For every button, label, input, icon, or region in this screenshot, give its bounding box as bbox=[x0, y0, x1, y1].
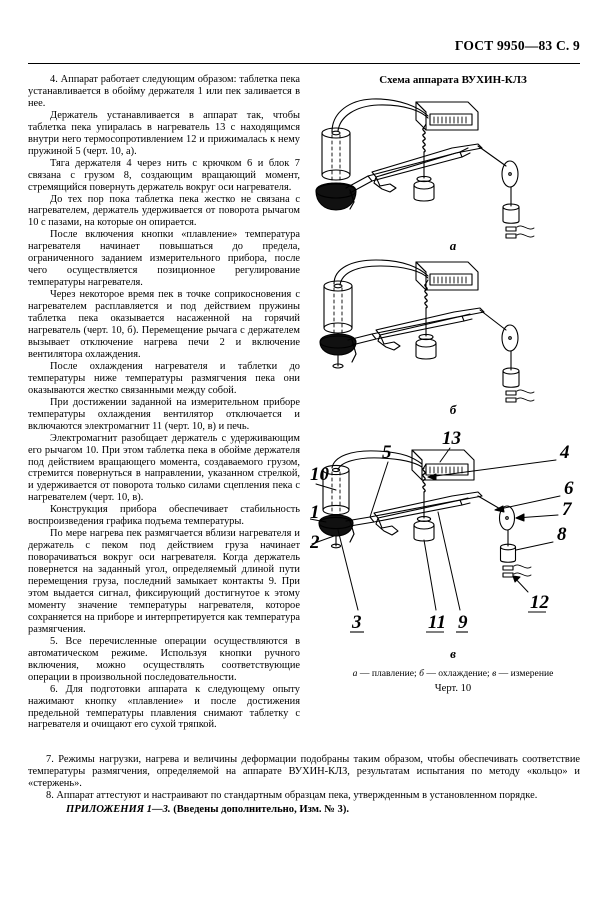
paragraph: 7. Режимы нагрузки, нагрева и величины д… bbox=[28, 754, 580, 790]
caption-text-v: — измерение bbox=[498, 668, 554, 679]
callout-8: 8 bbox=[557, 524, 567, 545]
paragraph: Держатель устанавливается в аппарат так,… bbox=[28, 109, 300, 157]
callout-10: 10 bbox=[310, 464, 330, 485]
paragraph: При достижении заданной на измерительном… bbox=[28, 396, 300, 432]
apparatus-diagram-a bbox=[315, 98, 535, 239]
caption-letter-v: в bbox=[492, 668, 497, 679]
header-divider bbox=[28, 63, 580, 64]
panel-letter-a: а bbox=[449, 238, 457, 253]
caption-letter-a: а bbox=[352, 668, 358, 679]
callout-1: 1 bbox=[310, 502, 320, 523]
callout-2: 2 bbox=[310, 532, 320, 553]
annex-title: ПРИЛОЖЕНИЯ 1—3. bbox=[66, 804, 171, 816]
figure-number: Черт. 10 bbox=[434, 683, 472, 694]
paragraph: 5. Все перечисленные операции осуществля… bbox=[28, 635, 300, 683]
paragraph: 8. Аппарат аттестуют и настраивают по ст… bbox=[46, 790, 538, 802]
figure-caption: а — плавление; б — охлаждение; в — измер… bbox=[310, 668, 596, 679]
bottom-text-block: 7. Режимы нагрузки, нагрева и величины д… bbox=[28, 754, 580, 816]
annex-note: ПРИЛОЖЕНИЯ 1—3. (Введены дополнительно, … bbox=[28, 804, 580, 816]
figure-panel-b: б bbox=[310, 254, 596, 418]
callout-5: 5 bbox=[382, 442, 392, 463]
figure-panel-a: а bbox=[310, 90, 596, 254]
caption-text-a: — плавление; bbox=[359, 668, 417, 679]
caption-letter-b: б bbox=[419, 668, 424, 679]
callout-6: 6 bbox=[564, 478, 574, 499]
panel-letter-v: в bbox=[450, 646, 456, 661]
apparatus-diagram-v: 5 13 4 6 7 8 12 3 11 9 10 1 2 bbox=[310, 428, 574, 633]
callout-11: 11 bbox=[428, 612, 446, 633]
callout-7: 7 bbox=[562, 499, 573, 520]
standard-reference: ГОСТ 9950—83 С. 9 bbox=[454, 38, 580, 53]
paragraph: Через некоторое время пек в точке соприк… bbox=[28, 289, 300, 360]
caption-text-b: — охлаждение; bbox=[426, 668, 490, 679]
figure-panel-v: 5 13 4 6 7 8 12 3 11 9 10 1 2 bbox=[310, 418, 596, 662]
annex-amendment: (Введены дополнительно, Изм. № 3). bbox=[173, 804, 349, 816]
paragraph: После включения кнопки «плавление» темпе… bbox=[28, 229, 300, 289]
callout-12: 12 bbox=[530, 592, 550, 613]
paragraph: После охлаждения нагревателя и таблетки … bbox=[28, 360, 300, 396]
paragraph: Тяга держателя 4 через нить с крючком 6 … bbox=[28, 157, 300, 193]
callout-3: 3 bbox=[351, 612, 362, 633]
panel-letter-b: б bbox=[449, 402, 457, 417]
paragraph: 4. Аппарат работает следующим образом: т… bbox=[28, 74, 300, 109]
figure-title: Схема аппарата ВУХИН-КЛЗ bbox=[379, 74, 527, 86]
apparatus-diagram-b bbox=[319, 259, 535, 403]
paragraph: 6. Для подготовки аппарата к следующему … bbox=[28, 683, 300, 731]
paragraph: Электромагнит разобщает держатель с удер… bbox=[28, 432, 300, 504]
page-header: ГОСТ 9950—83 С. 9 bbox=[28, 38, 580, 64]
paragraph: До тех пор пока таблетка пека жестко не … bbox=[28, 193, 300, 229]
paragraph: По мере нагрева пек размягчается вблизи … bbox=[28, 528, 300, 635]
paragraph: Конструкция прибора обеспечивает стабиль… bbox=[28, 504, 300, 528]
callout-9: 9 bbox=[458, 612, 468, 633]
callout-4: 4 bbox=[559, 442, 570, 463]
figure-column: Схема аппарата ВУХИН-КЛЗ bbox=[310, 74, 596, 694]
callout-13: 13 bbox=[442, 428, 461, 449]
left-text-column: 4. Аппарат работает следующим образом: т… bbox=[28, 74, 300, 731]
